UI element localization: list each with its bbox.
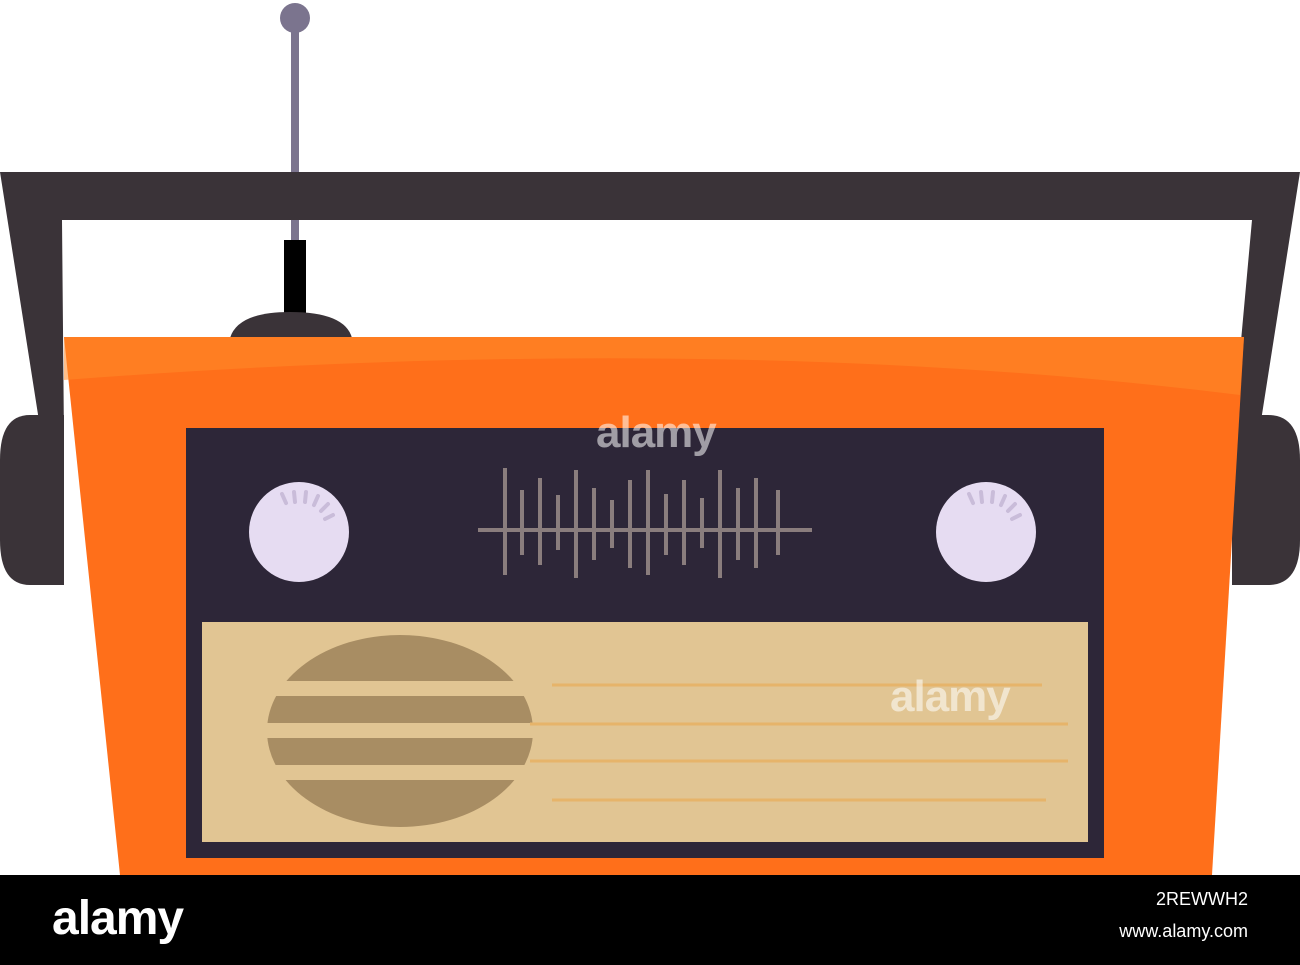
watermark: alamy [890,672,1011,721]
tuning-panel [202,444,1088,622]
handle [0,172,1300,585]
antenna [230,3,352,338]
footer-logo: alamy [52,892,184,945]
footer-url[interactable]: www.alamy.com [1119,921,1248,941]
watermark: alamy [596,408,717,457]
image-id: 2REWWH2 [1155,889,1248,909]
speaker-panel [202,622,1088,842]
radio-illustration [0,3,1300,875]
footer-bar: alamy 2REWWH2 www.alamy.com [0,875,1300,965]
